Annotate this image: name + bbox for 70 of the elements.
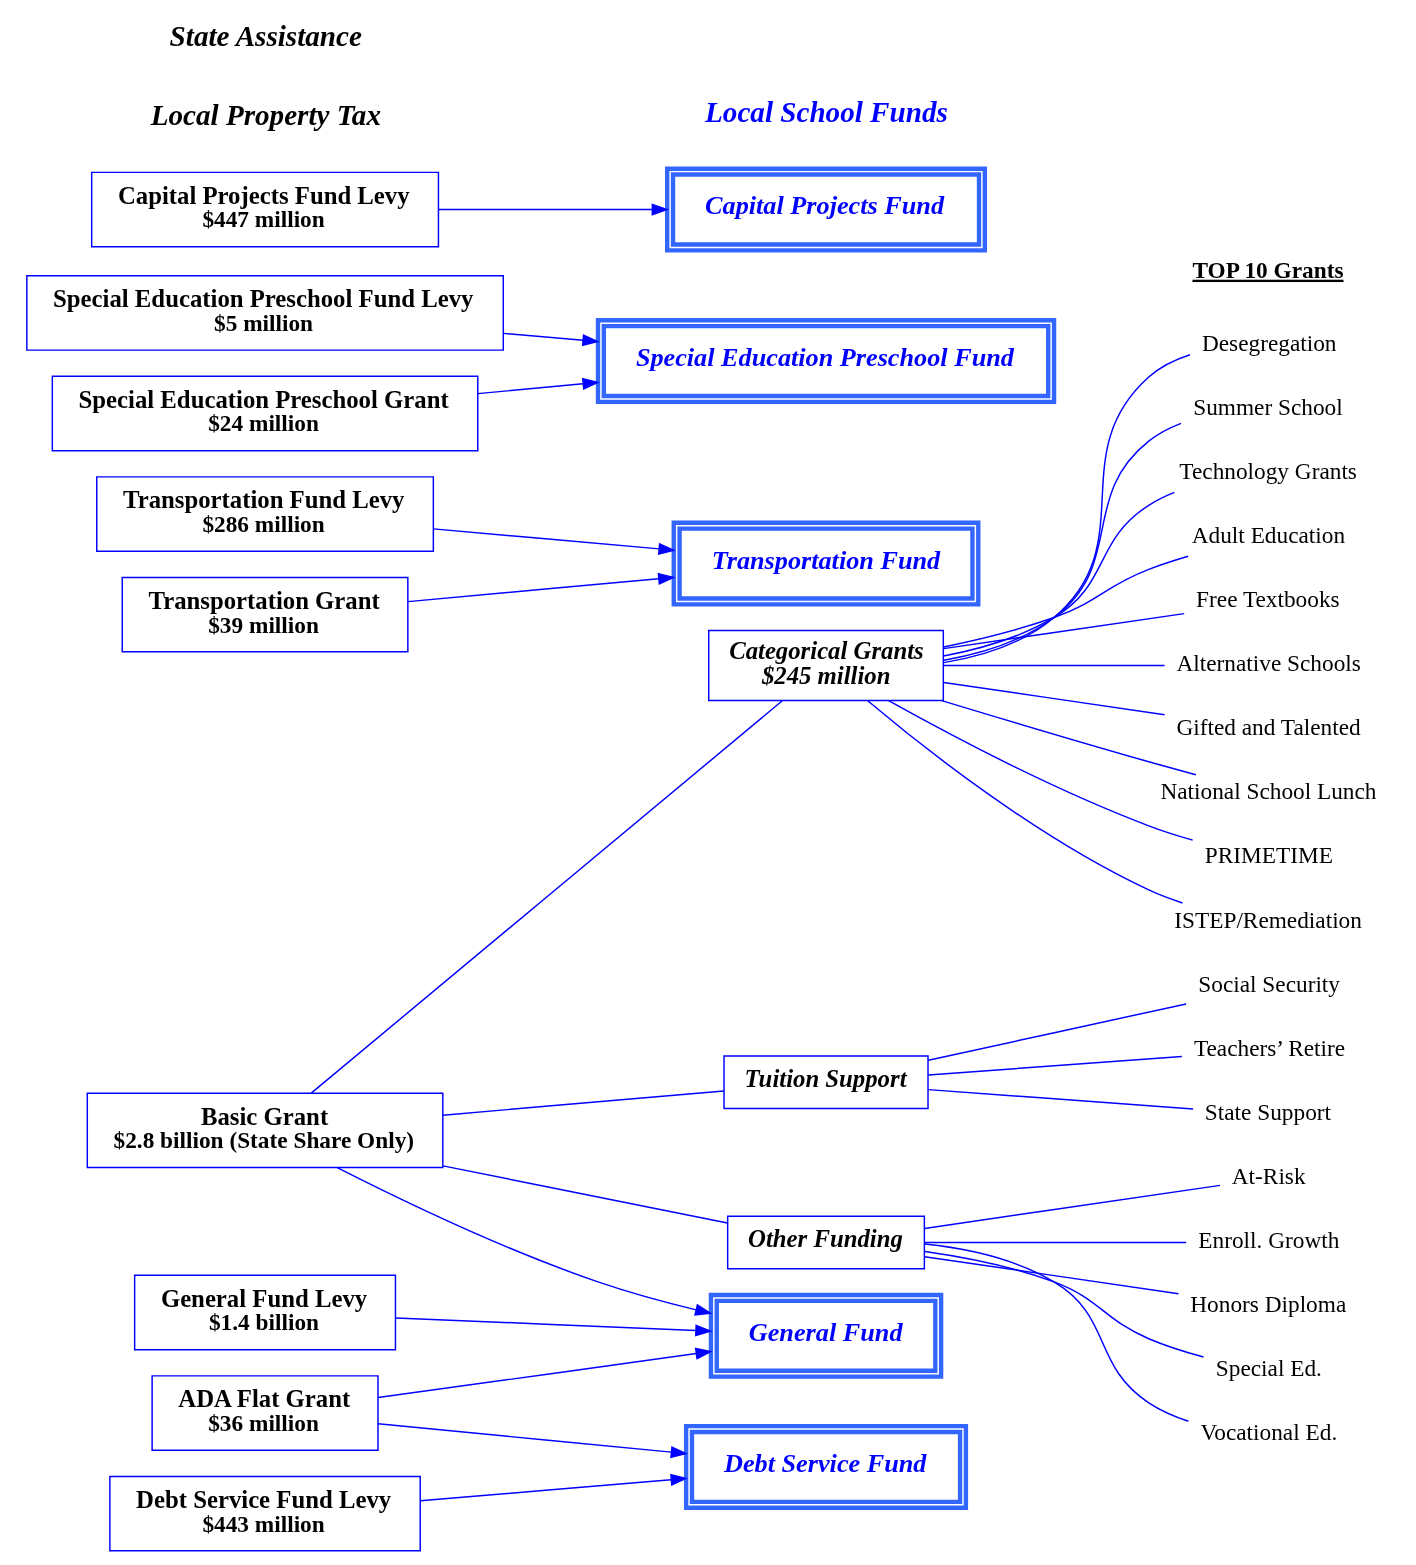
node-box: Debt Service Fund Levy $443 million xyxy=(109,1475,421,1552)
node-text: Technology Grants xyxy=(1179,457,1357,484)
node-text: Gifted and Talented xyxy=(1176,714,1361,741)
connector xyxy=(442,1165,729,1224)
connector xyxy=(442,1090,725,1116)
node-box: Categorical Grants $245 million xyxy=(708,629,945,702)
connector xyxy=(943,555,1189,648)
arrow xyxy=(419,1473,689,1502)
node-text: Special Ed. xyxy=(1215,1355,1322,1382)
arrow xyxy=(395,1317,713,1337)
arrow xyxy=(432,528,676,555)
node-box: General Fund xyxy=(708,1292,944,1379)
connector xyxy=(923,1184,1221,1230)
connector xyxy=(924,1250,1205,1358)
connector xyxy=(943,354,1191,664)
node-text: Desegregation xyxy=(1201,329,1337,356)
connector xyxy=(923,1256,1180,1295)
connector xyxy=(927,1055,1183,1076)
node-box: ADA Flat Grant $36 million xyxy=(151,1375,379,1451)
node-box: Transportation Fund xyxy=(671,520,981,607)
label: Local School Funds xyxy=(705,96,948,129)
connector xyxy=(943,422,1182,661)
node-text: Teachers’ Retire xyxy=(1193,1034,1346,1061)
connector xyxy=(942,491,1176,657)
node-box: Tuition Support xyxy=(723,1055,929,1110)
node-text: Honors Diploma xyxy=(1190,1291,1347,1318)
connector xyxy=(927,1003,1187,1061)
node-text: ISTEP/Remediation xyxy=(1174,906,1362,933)
arrow xyxy=(336,1166,713,1316)
connector xyxy=(941,699,1197,776)
node-box: General Fund Levy $1.4 billion xyxy=(133,1274,397,1351)
node-text: Social Security xyxy=(1198,970,1340,997)
node-text: National School Lunch xyxy=(1160,778,1377,805)
node-text: Adult Education xyxy=(1191,521,1346,548)
node-box: Capital Projects Fund xyxy=(665,166,988,253)
connector xyxy=(887,699,1194,841)
connector xyxy=(942,612,1185,650)
connector xyxy=(310,700,784,1094)
node-text: PRIMETIME xyxy=(1204,842,1333,869)
node-text: Vocational Ed. xyxy=(1200,1419,1338,1446)
connector xyxy=(927,1088,1194,1110)
node-box: Transportation Fund Levy $286 million xyxy=(96,476,435,552)
node-box: Special Education Preschool Fund Levy $5 million xyxy=(26,275,504,351)
arrow xyxy=(377,1423,689,1459)
arrow xyxy=(377,1347,713,1399)
arrow xyxy=(437,203,670,216)
connector xyxy=(942,664,1166,667)
label: Local Property Tax xyxy=(150,99,381,132)
arrow xyxy=(407,572,676,603)
node-text: At-Risk xyxy=(1231,1162,1306,1189)
connector xyxy=(867,699,1184,904)
connector xyxy=(923,1241,1187,1244)
label: TOP 10 Grants xyxy=(1192,256,1344,283)
node-text: Alternative Schools xyxy=(1176,650,1361,677)
node-box: Special Education Preschool Grant $24 million xyxy=(51,375,479,452)
node-box: Other Funding xyxy=(726,1215,926,1270)
node-text: Summer School xyxy=(1193,393,1343,420)
node-box: Debt Service Fund xyxy=(683,1423,969,1510)
node-box: Capital Projects Fund Levy $447 million xyxy=(90,171,440,248)
label: State Assistance xyxy=(169,20,362,53)
node-text: State Support xyxy=(1204,1098,1332,1125)
node-box: Basic Grant $2.8 billion (State Share Only) xyxy=(86,1092,444,1169)
arrow xyxy=(502,332,600,347)
connector xyxy=(924,1243,1190,1422)
node-box: Special Education Preschool Fund xyxy=(595,318,1057,405)
node-text: Enroll. Growth xyxy=(1198,1227,1340,1254)
node-box: Transportation Grant $39 million xyxy=(121,576,409,653)
node-text: Free Textbooks xyxy=(1196,586,1340,612)
connector xyxy=(942,681,1166,716)
arrow xyxy=(477,377,600,395)
